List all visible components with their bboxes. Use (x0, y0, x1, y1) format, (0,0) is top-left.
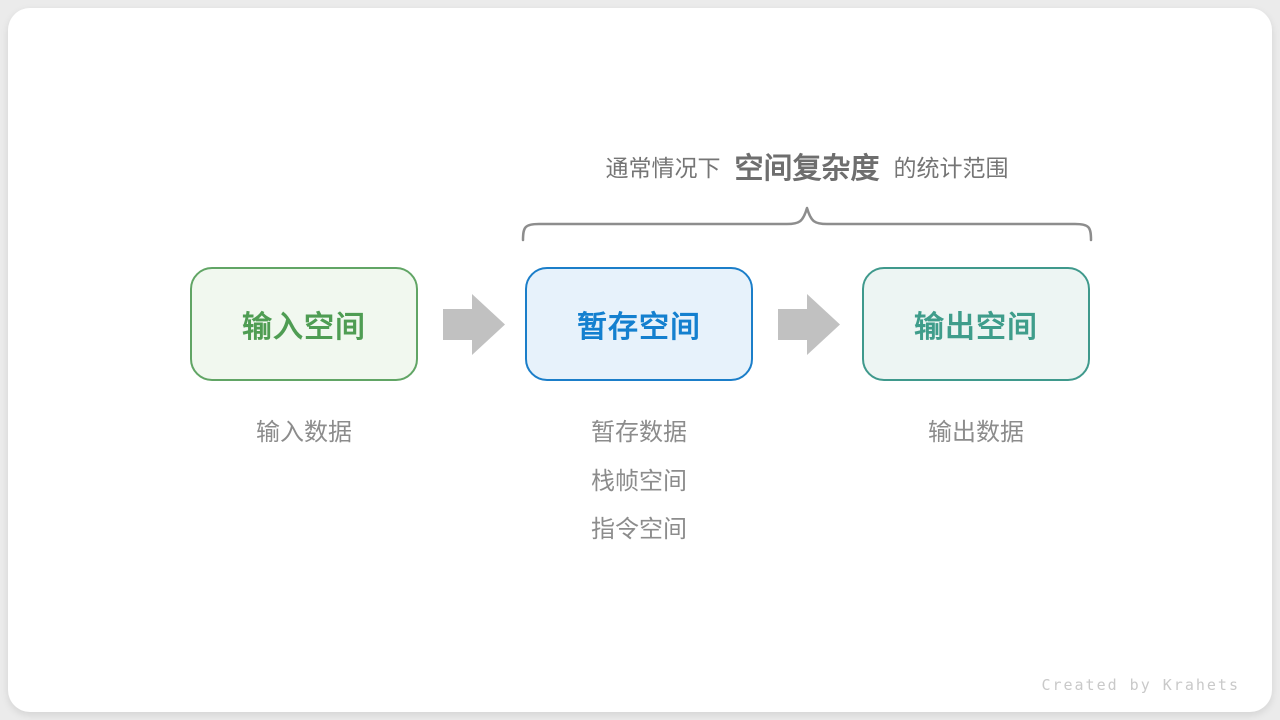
input-space-box: 输入空间 (190, 267, 418, 381)
buffer-space-label: 暂存空间 (577, 311, 701, 344)
note-line: 输入数据 (256, 419, 352, 446)
output-space-label: 输出空间 (914, 311, 1038, 344)
note-line: 暂存数据 (591, 419, 687, 446)
diagram-card: 通常情况下 空间复杂度 的统计范围 输入空间 暂存空间 输出空间 输入数据 暂存… (8, 8, 1272, 712)
note-line: 栈帧空间 (591, 467, 687, 495)
note-line: 输出数据 (928, 419, 1024, 446)
credit-text: Created by Krahets (1041, 676, 1240, 694)
curly-brace-path (521, 206, 1093, 242)
annotation-suffix: 的统计范围 (893, 155, 1009, 181)
annotation-highlight: 空间复杂度 (734, 153, 880, 185)
output-space-box: 输出空间 (862, 267, 1090, 381)
scope-annotation: 通常情况下 空间复杂度 的统计范围 (521, 146, 1093, 186)
input-space-notes: 输入数据 (190, 409, 418, 458)
curly-brace (521, 206, 1093, 242)
buffer-space-box: 暂存空间 (525, 267, 753, 381)
note-line: 指令空间 (591, 516, 687, 543)
right-arrow-icon (443, 294, 505, 355)
output-space-notes: 输出数据 (862, 409, 1090, 458)
input-space-label: 输入空间 (242, 311, 366, 344)
right-arrow-icon (778, 294, 840, 355)
annotation-prefix: 通常情况下 (605, 155, 721, 181)
buffer-space-notes: 暂存数据 栈帧空间 指令空间 (525, 409, 753, 555)
